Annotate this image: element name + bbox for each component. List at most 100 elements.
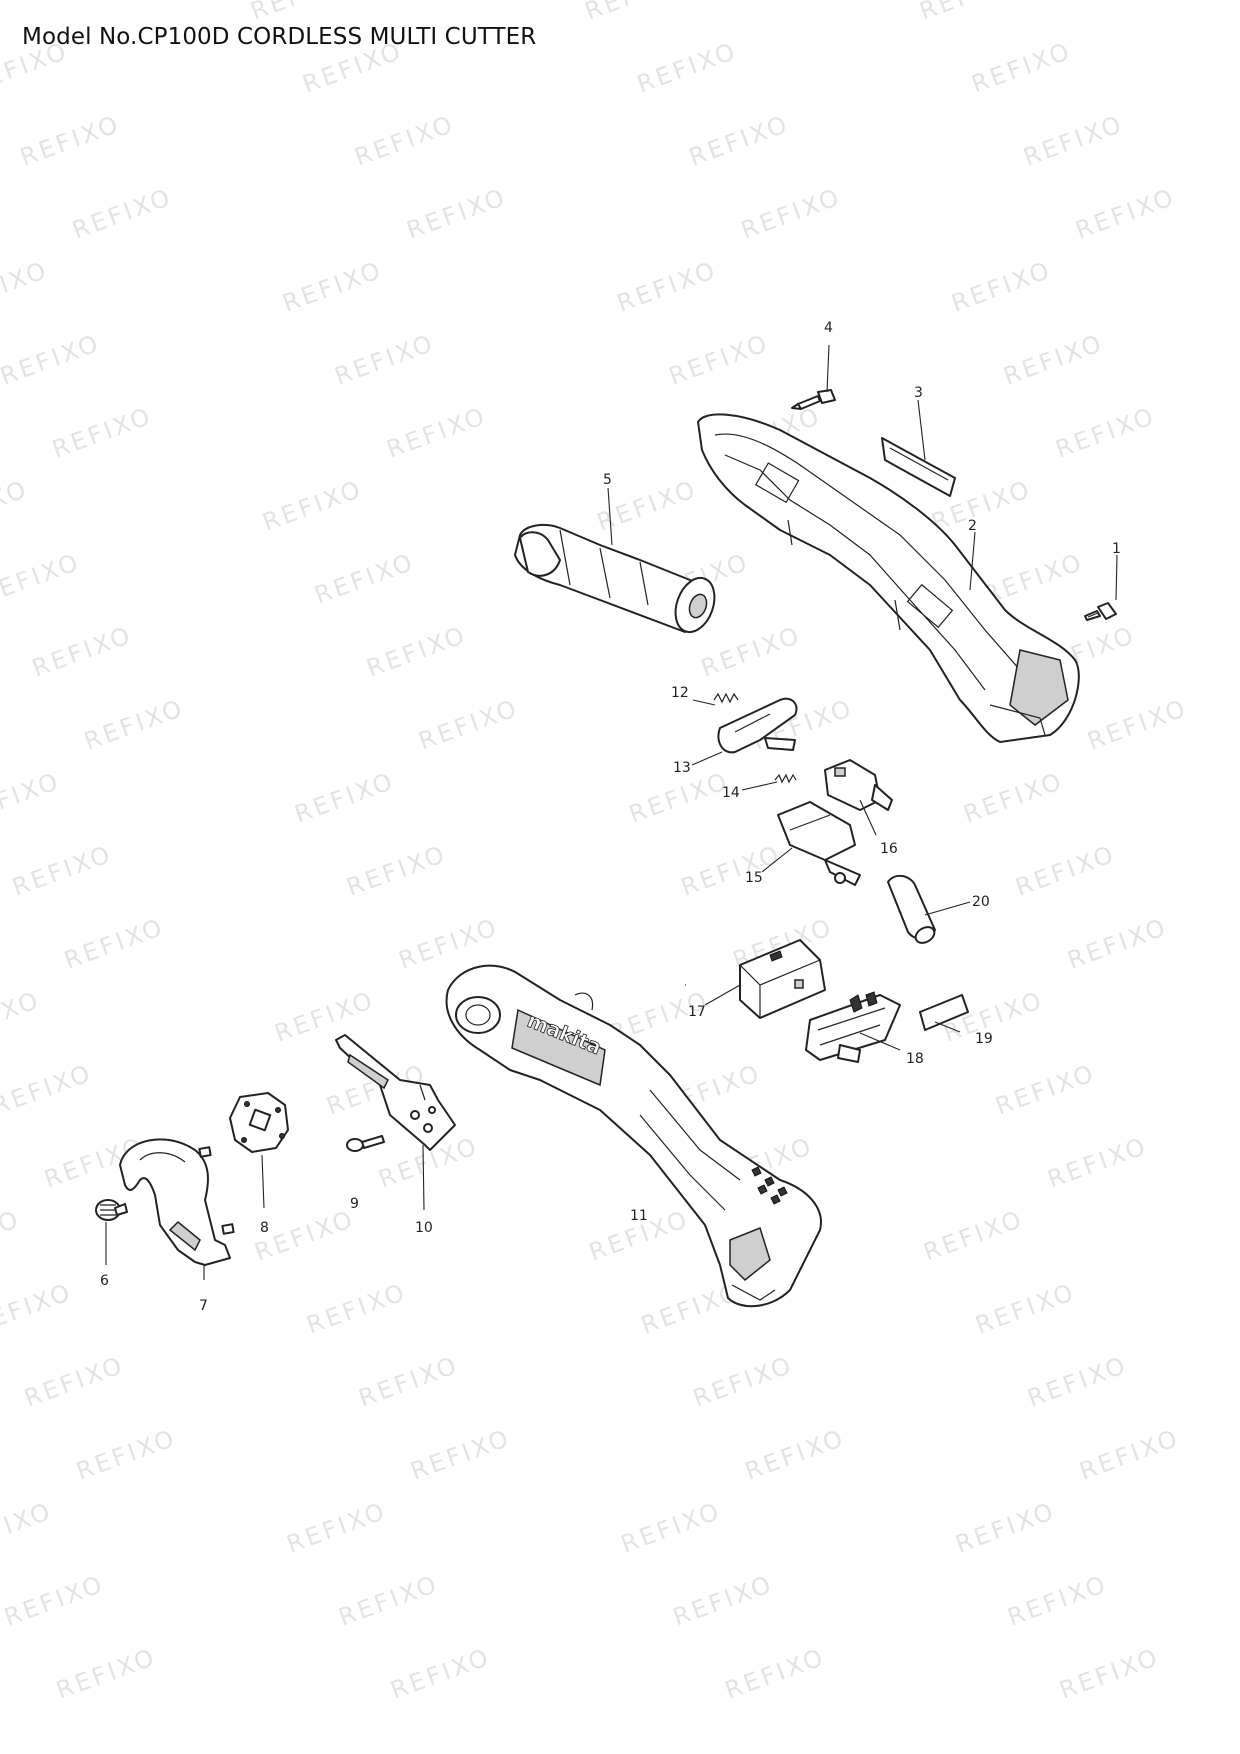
watermark-text: REFIXO bbox=[279, 256, 387, 318]
callout-11: 11 bbox=[630, 1208, 648, 1224]
callout-14: 14 bbox=[722, 785, 740, 801]
watermark-text: REFIXO bbox=[689, 1351, 797, 1413]
watermark-text: REFIXO bbox=[1020, 110, 1128, 172]
part-5-motor bbox=[514, 523, 716, 634]
callout-20: 20 bbox=[972, 894, 990, 910]
watermark-text: REFIXO bbox=[303, 1278, 411, 1340]
watermark-text: REFIXO bbox=[20, 1351, 128, 1413]
watermark-text: REFIXO bbox=[0, 1205, 24, 1267]
watermark-text: REFIXO bbox=[1084, 694, 1192, 756]
watermark-text: REFIXO bbox=[669, 1570, 777, 1632]
callout-18: 18 bbox=[906, 1051, 924, 1067]
watermark-text: REFIXO bbox=[0, 1059, 96, 1121]
watermark-text: REFIXO bbox=[311, 548, 419, 610]
watermark-text: REFIXO bbox=[68, 183, 176, 245]
watermark-text: REFIXO bbox=[0, 0, 20, 26]
part-8-plate bbox=[229, 1092, 289, 1153]
watermark-text: REFIXO bbox=[60, 913, 168, 975]
watermark-layer: REFIXO REFIXO REFIXO REFIXO REFIXO REFIXO REFI… bbox=[0, 0, 1191, 1705]
watermark-text: REFIXO bbox=[80, 694, 188, 756]
part-3-label bbox=[881, 437, 956, 497]
watermark-text: REFIXO bbox=[52, 1643, 160, 1705]
part-6-thumb-screw bbox=[95, 1199, 128, 1221]
watermark-text: REFIXO bbox=[960, 767, 1068, 829]
callout-2: 2 bbox=[968, 518, 977, 534]
watermark-text: REFIXO bbox=[948, 256, 1056, 318]
watermark-text: REFIXO bbox=[0, 1278, 76, 1340]
watermark-text: REFIXO bbox=[407, 1424, 515, 1486]
watermark-text: REFIXO bbox=[581, 0, 689, 26]
watermark-text: REFIXO bbox=[331, 329, 439, 391]
part-17-controller-block bbox=[739, 939, 826, 1019]
callout-17: 17 bbox=[688, 1004, 706, 1020]
watermark-text: REFIXO bbox=[383, 402, 491, 464]
watermark-text: REFIXO bbox=[677, 840, 785, 902]
watermark-text: REFIXO bbox=[8, 840, 116, 902]
watermark-text: REFIXO bbox=[1044, 1132, 1152, 1194]
watermark-text: REFIXO bbox=[1056, 1643, 1164, 1705]
watermark-text: REFIXO bbox=[355, 1351, 463, 1413]
page-title: Model No.CP100D CORDLESS MULTI CUTTER bbox=[22, 24, 537, 50]
watermark-text: REFIXO bbox=[48, 402, 156, 464]
watermark-text: REFIXO bbox=[0, 1570, 108, 1632]
watermark-text: REFIXO bbox=[0, 37, 72, 99]
watermark-text: REFIXO bbox=[0, 767, 64, 829]
callout-19: 19 bbox=[975, 1031, 993, 1047]
watermark-text: REFIXO bbox=[721, 1643, 829, 1705]
part-1-screw bbox=[1084, 602, 1117, 621]
watermark-text: REFIXO bbox=[0, 329, 104, 391]
callout-13: 13 bbox=[673, 760, 691, 776]
watermark-text: REFIXO bbox=[1004, 1570, 1112, 1632]
part-20-cylinder bbox=[887, 874, 936, 944]
part-18-terminal bbox=[805, 991, 901, 1063]
watermark-text: REFIXO bbox=[1064, 913, 1172, 975]
watermark-text: REFIXO bbox=[415, 694, 523, 756]
watermark-text: REFIXO bbox=[1052, 402, 1160, 464]
watermark-text: REFIXO bbox=[283, 1497, 391, 1559]
watermark-text: REFIXO bbox=[271, 986, 379, 1048]
watermark-text: REFIXO bbox=[259, 475, 367, 537]
callout-6: 6 bbox=[100, 1273, 109, 1289]
watermark-text: REFIXO bbox=[0, 1497, 56, 1559]
part-16-switch bbox=[824, 759, 893, 811]
watermark-text: REFIXO bbox=[351, 110, 459, 172]
part-14-spring bbox=[774, 773, 797, 784]
watermark-text: REFIXO bbox=[335, 1570, 443, 1632]
watermark-text: REFIXO bbox=[613, 256, 721, 318]
watermark-text: REFIXO bbox=[697, 621, 805, 683]
watermark-text: REFIXO bbox=[665, 329, 773, 391]
watermark-text: REFIXO bbox=[72, 1424, 180, 1486]
watermark-text: REFIXO bbox=[363, 621, 471, 683]
callout-1: 1 bbox=[1112, 541, 1121, 557]
callout-15: 15 bbox=[745, 870, 763, 886]
part-11-housing-left: makita bbox=[445, 964, 822, 1308]
part-4-screw bbox=[791, 389, 836, 410]
watermark-text: REFIXO bbox=[992, 1059, 1100, 1121]
callout-5: 5 bbox=[603, 472, 612, 488]
watermark-text: REFIXO bbox=[403, 183, 511, 245]
part-15-switch-holder bbox=[777, 801, 861, 886]
watermark-text: REFIXO bbox=[299, 37, 407, 99]
watermark-text: REFIXO bbox=[16, 110, 124, 172]
watermark-text: REFIXO bbox=[387, 1643, 495, 1705]
watermark-text: REFIXO bbox=[952, 1497, 1060, 1559]
part-10-plate bbox=[335, 1034, 456, 1151]
callout-16: 16 bbox=[880, 841, 898, 857]
watermark-text: REFIXO bbox=[1024, 1351, 1132, 1413]
watermark-text: REFIXO bbox=[972, 1278, 1080, 1340]
watermark-text: REFIXO bbox=[737, 183, 845, 245]
part-2-housing-right bbox=[697, 413, 1080, 743]
watermark-text: REFIXO bbox=[1012, 840, 1120, 902]
watermark-text: REFIXO bbox=[617, 1497, 725, 1559]
watermark-text: REFIXO bbox=[685, 110, 793, 172]
callout-12: 12 bbox=[671, 685, 689, 701]
watermark-text: REFIXO bbox=[633, 37, 741, 99]
callout-7: 7 bbox=[199, 1298, 208, 1314]
callout-10: 10 bbox=[415, 1220, 433, 1236]
watermark-text: REFIXO bbox=[920, 1205, 1028, 1267]
part-13-switch-lever bbox=[717, 697, 798, 754]
watermark-text: REFIXO bbox=[916, 0, 1024, 26]
callout-8: 8 bbox=[260, 1220, 269, 1236]
watermark-text: REFIXO bbox=[291, 767, 399, 829]
